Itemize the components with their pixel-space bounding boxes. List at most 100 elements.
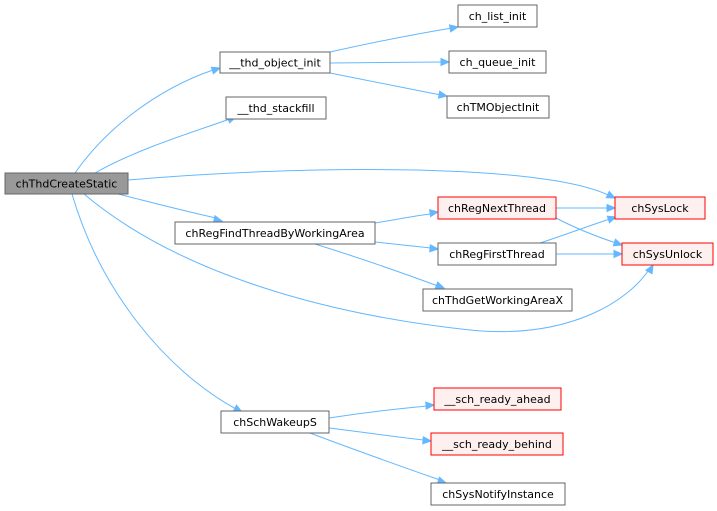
node-chThdCreateStatic[interactable]: chThdCreateStatic bbox=[4, 172, 129, 195]
node-sch_ready_behind-label: __sch_ready_behind bbox=[441, 438, 552, 451]
edge-first-to-sysunlock bbox=[556, 249, 624, 259]
edge-objinit-to-tmobject bbox=[329, 72, 449, 99]
node-ch_queue_init-label: ch_queue_init bbox=[460, 56, 537, 69]
node-chThdCreateStatic-label: chThdCreateStatic bbox=[16, 178, 118, 191]
edge-find-to-workingarea-line bbox=[314, 243, 439, 287]
edge-create-to-sysunlock-arrowhead bbox=[645, 263, 654, 275]
node-thd_object_init[interactable]: __thd_object_init bbox=[219, 51, 331, 74]
node-chSysUnlock[interactable]: chSysUnlock bbox=[621, 242, 714, 266]
edge-find-to-nextthread-arrowhead bbox=[428, 208, 440, 218]
edge-create-to-find bbox=[117, 193, 224, 224]
edge-wakeup-to-ahead bbox=[328, 401, 436, 419]
node-chSysUnlock-box[interactable] bbox=[621, 242, 714, 266]
node-chSysNotifyInstance-label: chSysNotifyInstance bbox=[442, 488, 554, 501]
edge-wakeup-to-ahead-line bbox=[328, 405, 428, 419]
edge-next-to-syslock-arrowhead bbox=[606, 203, 617, 213]
edge-objinit-to-queueinit-arrowhead bbox=[440, 57, 451, 67]
node-chSysLock-label: chSysLock bbox=[631, 202, 689, 215]
edge-create-to-object-init-arrowhead bbox=[210, 66, 222, 75]
edge-wakeup-to-behind-line bbox=[328, 427, 425, 441]
edge-wakeup-to-behind bbox=[328, 427, 433, 445]
node-thd_object_init-box[interactable] bbox=[219, 51, 331, 74]
node-sch_ready_ahead[interactable]: __sch_ready_ahead bbox=[433, 387, 562, 411]
edge-find-to-workingarea bbox=[314, 243, 446, 290]
edge-create-to-stackfill-line bbox=[94, 118, 231, 174]
edge-wakeup-to-notify-line bbox=[309, 432, 441, 481]
edge-objinit-to-tmobject-arrowhead bbox=[437, 90, 449, 99]
node-chRegNextThread-box[interactable] bbox=[437, 196, 557, 220]
node-chSysLock[interactable]: chSysLock bbox=[614, 196, 706, 220]
node-chRegFirstThread-label: chRegFirstThread bbox=[449, 248, 545, 261]
edge-next-to-sysunlock-arrowhead bbox=[612, 238, 624, 247]
edge-create-to-wakeup-line bbox=[71, 193, 237, 410]
edge-objinit-to-tmobject-line bbox=[329, 72, 442, 96]
edge-create-to-sysunlock bbox=[83, 193, 654, 332]
edge-first-to-syslock-arrowhead bbox=[606, 215, 618, 224]
edge-wakeup-to-ahead-arrowhead bbox=[425, 401, 436, 410]
node-chSchWakeupS[interactable]: chSchWakeupS bbox=[220, 410, 330, 434]
node-sch_ready_ahead-label: __sch_ready_ahead bbox=[443, 393, 550, 406]
node-chRegFindThreadByWorkingArea[interactable]: chRegFindThreadByWorkingArea bbox=[174, 221, 376, 245]
edge-create-to-stackfill bbox=[94, 115, 238, 174]
node-thd_object_init-label: __thd_object_init bbox=[228, 57, 321, 70]
edge-first-to-sysunlock-arrowhead bbox=[613, 249, 624, 259]
node-chRegFindThreadByWorkingArea-box[interactable] bbox=[174, 221, 376, 245]
node-chTMObjectInit-box[interactable] bbox=[446, 95, 550, 119]
edge-next-to-sysunlock-line bbox=[555, 217, 617, 244]
node-thd_stackfill-label: __thd_stackfill bbox=[236, 102, 314, 115]
node-sch_ready_behind[interactable]: __sch_ready_behind bbox=[430, 432, 564, 456]
edge-next-to-sysunlock bbox=[555, 217, 624, 247]
edge-find-to-nextthread bbox=[374, 208, 440, 224]
edge-create-to-syslock-arrowhead bbox=[605, 190, 617, 199]
edge-create-to-object-init bbox=[74, 66, 222, 174]
edge-objinit-to-listinit-arrowhead bbox=[448, 24, 460, 33]
edge-find-to-nextthread-line bbox=[374, 213, 432, 224]
node-chRegFirstThread[interactable]: chRegFirstThread bbox=[437, 242, 557, 266]
node-chTMObjectInit[interactable]: chTMObjectInit bbox=[446, 95, 550, 119]
node-chSchWakeupS-box[interactable] bbox=[220, 410, 330, 434]
edge-create-to-syslock-line bbox=[127, 169, 609, 196]
edge-objinit-to-listinit bbox=[329, 24, 460, 53]
node-chThdGetWorkingAreaX[interactable]: chThdGetWorkingAreaX bbox=[422, 288, 573, 312]
edge-objinit-to-queueinit-line bbox=[329, 61, 444, 64]
node-ch_queue_init[interactable]: ch_queue_init bbox=[448, 50, 547, 74]
edge-find-to-firstthread bbox=[374, 241, 440, 253]
node-chSysLock-box[interactable] bbox=[614, 196, 706, 220]
edge-create-to-object-init-line bbox=[74, 69, 214, 174]
edge-objinit-to-queueinit bbox=[329, 57, 451, 67]
edge-first-to-syslock-line bbox=[539, 218, 611, 244]
node-chRegFirstThread-box[interactable] bbox=[437, 242, 557, 266]
node-chTMObjectInit-label: chTMObjectInit bbox=[457, 101, 540, 114]
edge-objinit-to-listinit-line bbox=[329, 27, 453, 53]
node-chRegFindThreadByWorkingArea-label: chRegFindThreadByWorkingArea bbox=[185, 227, 364, 240]
node-chThdCreateStatic-box[interactable] bbox=[4, 172, 129, 195]
edge-find-to-firstthread-arrowhead bbox=[429, 244, 440, 253]
node-chSysNotifyInstance[interactable]: chSysNotifyInstance bbox=[430, 482, 566, 506]
node-ch_list_init[interactable]: ch_list_init bbox=[457, 4, 538, 28]
node-ch_queue_init-box[interactable] bbox=[448, 50, 547, 74]
node-ch_list_init-label: ch_list_init bbox=[469, 10, 527, 23]
edge-create-to-sysunlock-line bbox=[83, 193, 651, 332]
node-chThdGetWorkingAreaX-box[interactable] bbox=[422, 288, 573, 312]
node-sch_ready_ahead-box[interactable] bbox=[433, 387, 562, 411]
node-thd_stackfill-box[interactable] bbox=[225, 96, 327, 120]
node-chRegNextThread-label: chRegNextThread bbox=[448, 202, 546, 215]
edge-find-to-workingarea-arrowhead bbox=[434, 281, 446, 290]
node-chThdGetWorkingAreaX-label: chThdGetWorkingAreaX bbox=[432, 294, 563, 307]
edge-first-to-syslock bbox=[539, 215, 618, 244]
node-chSchWakeupS-label: chSchWakeupS bbox=[233, 416, 317, 429]
call-edges bbox=[71, 24, 654, 485]
node-chSysNotifyInstance-box[interactable] bbox=[430, 482, 566, 506]
node-sch_ready_behind-box[interactable] bbox=[430, 432, 564, 456]
node-ch_list_init-box[interactable] bbox=[457, 4, 538, 28]
edge-wakeup-to-behind-arrowhead bbox=[422, 436, 433, 445]
edge-next-to-syslock bbox=[556, 203, 617, 213]
node-chSysUnlock-label: chSysUnlock bbox=[633, 248, 703, 261]
edge-find-to-firstthread-line bbox=[374, 241, 432, 249]
edge-create-to-find-line bbox=[117, 193, 217, 219]
edge-create-to-syslock bbox=[127, 169, 617, 199]
call-nodes: chThdCreateStatic __thd_object_init __thd_… bbox=[4, 4, 714, 506]
node-chRegNextThread[interactable]: chRegNextThread bbox=[437, 196, 557, 220]
node-thd_stackfill[interactable]: __thd_stackfill bbox=[225, 96, 327, 120]
